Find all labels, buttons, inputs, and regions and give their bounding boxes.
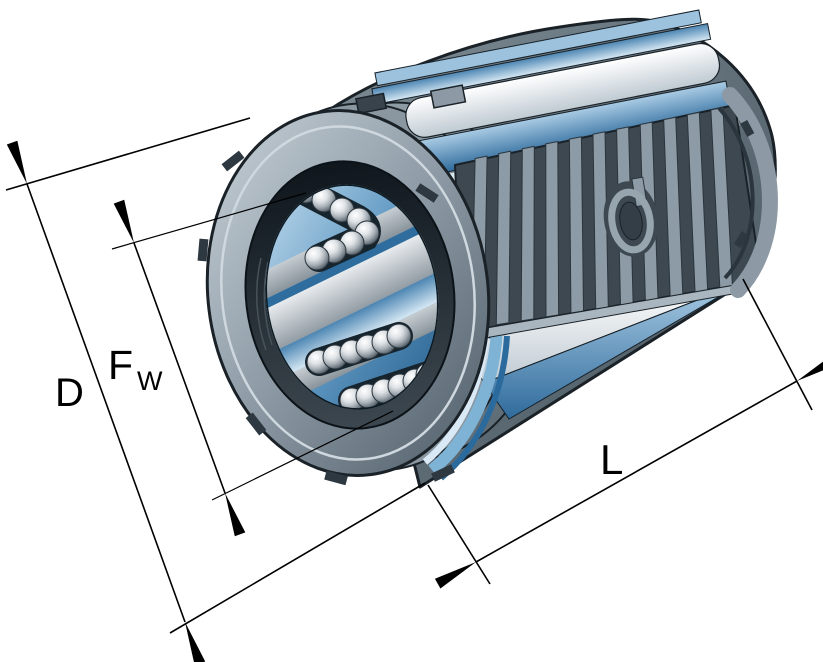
label-length: L xyxy=(600,436,623,483)
ball xyxy=(386,323,412,349)
seal-groove-arc xyxy=(263,261,273,346)
rear-rim-notch xyxy=(740,119,755,137)
rib xyxy=(520,145,535,322)
label-outer-diameter: D xyxy=(55,371,84,415)
ball-track-upper xyxy=(292,178,381,272)
boss-ring xyxy=(608,188,654,254)
seal-groove-arc xyxy=(255,257,267,351)
rib xyxy=(495,150,512,326)
detent-ring-boss xyxy=(603,176,659,257)
stripe-silver xyxy=(252,220,452,364)
l-extension-line-left xyxy=(427,484,491,585)
d-extension-line-bottom xyxy=(169,482,426,634)
ball xyxy=(304,245,330,271)
ring-notch xyxy=(221,150,245,172)
ring-notch xyxy=(324,470,348,486)
l-dimension-line xyxy=(434,354,823,589)
dimension-outer-diameter xyxy=(5,117,426,662)
dimension-annotations xyxy=(5,117,823,662)
rear-rim-inner-edge xyxy=(717,106,755,280)
raceway-white-strip xyxy=(405,42,721,138)
boss-hole xyxy=(619,201,643,241)
ring-notch xyxy=(245,412,267,436)
stripe-blue-thin xyxy=(252,212,449,326)
label-bore-diameter-subscript: W xyxy=(137,366,163,396)
rear-rim-notch xyxy=(733,231,749,249)
collar-tab-gray xyxy=(429,84,467,109)
label-bore-diameter: F xyxy=(108,342,133,388)
band-light-blue xyxy=(374,9,702,87)
bore xyxy=(252,178,452,414)
ring-notch xyxy=(415,183,439,203)
rib xyxy=(545,141,560,318)
d-dimension-line xyxy=(6,140,206,662)
ring-notch xyxy=(197,238,209,262)
rear-rim-gray xyxy=(722,87,778,298)
l-extension-line-right xyxy=(742,278,813,411)
collar-tab-dark xyxy=(355,92,388,115)
dimension-length xyxy=(427,278,823,589)
bore-rim-line xyxy=(264,182,440,412)
d-extension-line-top xyxy=(5,117,251,191)
dimension-bore-diameter xyxy=(111,192,394,537)
rib xyxy=(568,136,584,314)
fw-dimension-line xyxy=(113,199,246,537)
rear-rim xyxy=(717,87,778,298)
bearing-illustration xyxy=(197,9,778,489)
